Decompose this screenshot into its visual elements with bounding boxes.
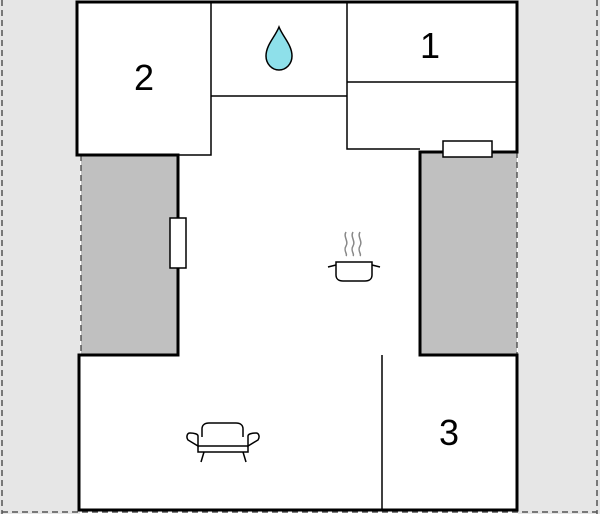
bedroom-1-walls xyxy=(346,2,517,150)
cooking-pot-icon xyxy=(327,231,381,282)
water-drop-icon xyxy=(265,24,293,71)
outside-area-right xyxy=(518,0,600,514)
room-label-2: 2 xyxy=(134,57,154,98)
outer-walls xyxy=(75,0,519,512)
outside-area-left xyxy=(0,0,80,514)
terrace-right xyxy=(420,152,517,355)
window-right-terrace xyxy=(442,140,493,158)
house-floor xyxy=(77,2,517,510)
room-label-1: 1 xyxy=(420,25,440,66)
terrace-left xyxy=(81,155,178,355)
bedroom-2-walls xyxy=(178,2,212,156)
sofa-icon xyxy=(186,422,260,463)
window-left-terrace xyxy=(169,217,187,269)
room-label-3: 3 xyxy=(439,412,459,453)
